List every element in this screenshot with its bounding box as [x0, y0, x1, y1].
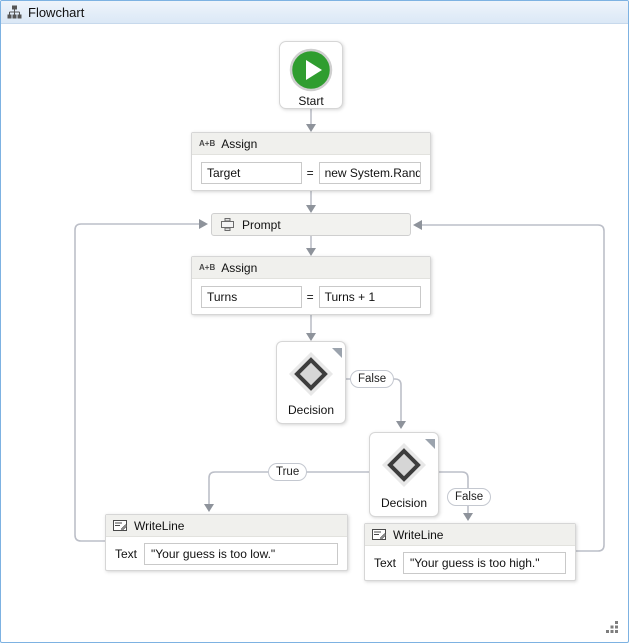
- decision-label: Decision: [380, 496, 428, 510]
- text-field-label: Text: [374, 556, 397, 570]
- start-label: Start: [298, 94, 324, 108]
- writeline-title: WriteLine: [393, 527, 444, 542]
- arrowhead-assign1: [306, 124, 316, 132]
- prompt-activity[interactable]: Prompt: [211, 213, 411, 236]
- decision2-node[interactable]: Decision: [369, 432, 439, 517]
- expand-corner-icon[interactable]: [332, 345, 342, 363]
- writeline-low-activity[interactable]: WriteLine Text "Your guess is too low.": [105, 514, 348, 571]
- writeline-header[interactable]: WriteLine: [106, 515, 347, 537]
- flowchart-title: Flowchart: [28, 4, 85, 20]
- flowchart-titlebar[interactable]: Flowchart: [1, 1, 628, 24]
- flowchart-icon: [7, 5, 22, 19]
- start-node[interactable]: Start: [279, 41, 343, 109]
- connector-decision2-true: [208, 471, 369, 505]
- false-connector-label: False: [447, 488, 492, 506]
- writeline-body: Text "Your guess is too high.": [365, 546, 575, 580]
- arrowhead-prompt-top: [306, 205, 316, 213]
- diamond-icon: [287, 350, 335, 398]
- assign-turns-activity[interactable]: A+B Assign Turns = Turns + 1: [191, 256, 431, 315]
- equals-sign: =: [306, 290, 314, 304]
- arrowhead-prompt-right: [413, 220, 422, 230]
- connector-loop-right: [422, 224, 605, 552]
- false-connector-label: False: [350, 370, 395, 388]
- decision1-node[interactable]: Decision: [276, 341, 346, 424]
- connector-decision2-false: [439, 471, 469, 514]
- diamond-icon: [380, 441, 428, 489]
- assign-title: Assign: [221, 260, 258, 275]
- writeline-body: Text "Your guess is too low.": [106, 537, 347, 571]
- equals-sign: =: [306, 166, 314, 180]
- green-play-icon: [289, 48, 333, 92]
- decision-label: Decision: [287, 403, 335, 417]
- assign-to-input[interactable]: Target: [201, 162, 302, 184]
- writeline-text-input[interactable]: "Your guess is too low.": [144, 543, 338, 565]
- a-plus-b-icon: A+B: [199, 139, 216, 148]
- arrowhead-prompt-left: [199, 219, 208, 229]
- arrowhead-writeline2: [463, 513, 473, 521]
- console-write-icon: [113, 519, 128, 532]
- assign-value-input[interactable]: new System.Random: [318, 162, 421, 184]
- true-connector-label: True: [268, 463, 308, 481]
- arrowhead-decision1: [306, 333, 316, 341]
- writeline-header[interactable]: WriteLine: [365, 524, 575, 546]
- arrowhead-writeline1: [204, 504, 214, 512]
- assign-value-input[interactable]: Turns + 1: [318, 286, 421, 308]
- window-icon: [220, 218, 235, 231]
- text-field-label: Text: [115, 547, 138, 561]
- writeline-title: WriteLine: [134, 518, 185, 533]
- prompt-label: Prompt: [242, 217, 281, 232]
- assign-body: Target = new System.Random: [192, 155, 430, 191]
- expand-corner-icon[interactable]: [425, 436, 435, 454]
- assign-to-input[interactable]: Turns: [201, 286, 302, 308]
- writeline-text-input[interactable]: "Your guess is too high.": [403, 552, 566, 574]
- assign-body: Turns = Turns + 1: [192, 279, 430, 315]
- arrowhead-decision2: [396, 421, 406, 429]
- writeline-high-activity[interactable]: WriteLine Text "Your guess is too high.": [364, 523, 576, 581]
- connector-decision1-false: [346, 378, 402, 422]
- a-plus-b-icon: A+B: [199, 263, 216, 272]
- arrowhead-assign2: [306, 248, 316, 256]
- assign-title: Assign: [221, 136, 258, 151]
- connector-loop-left: [74, 223, 199, 542]
- assign-header[interactable]: A+B Assign: [192, 257, 430, 279]
- resize-grip-icon[interactable]: [605, 620, 619, 634]
- assign-target-activity[interactable]: A+B Assign Target = new System.Random: [191, 132, 431, 191]
- assign-header[interactable]: A+B Assign: [192, 133, 430, 155]
- console-write-icon: [372, 528, 387, 541]
